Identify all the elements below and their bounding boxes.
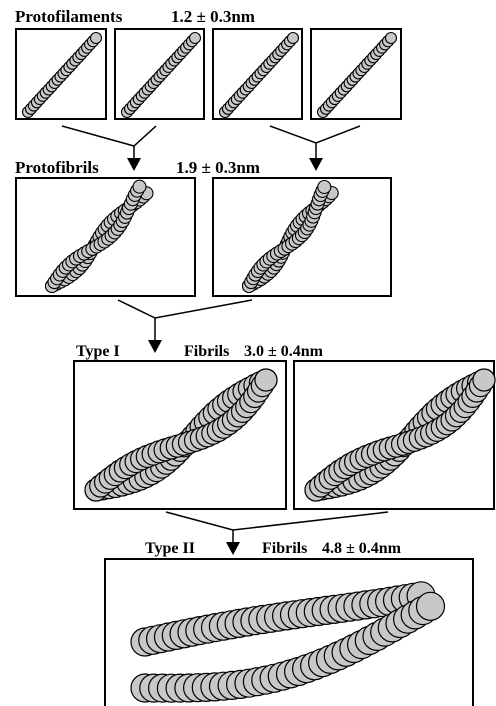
protofilaments-size: 1.2 ± 0.3nm: [171, 7, 255, 26]
type-ii-fibrils-title: Fibrils: [262, 540, 307, 557]
type-i-fibrils-title: Fibrils: [184, 343, 229, 360]
merge-line-center: [118, 300, 252, 318]
arrow-down-icon: [127, 158, 141, 171]
merge-line-left: [62, 126, 156, 146]
protofibrils-size: 1.9 ± 0.3nm: [176, 158, 260, 177]
protofibrils-title: Protofibrils: [15, 158, 99, 177]
type-ii-fibrils-size: 4.8 ± 0.4nm: [322, 540, 402, 557]
arrow-down-icon: [309, 158, 323, 171]
type-i-label: Type I: [76, 343, 120, 360]
type-i-fibrils-size: 3.0 ± 0.4nm: [244, 343, 324, 360]
arrow-down-icon: [148, 340, 162, 353]
protofilaments-title: Protofilaments: [15, 7, 123, 26]
merge-line-bottom: [166, 512, 388, 530]
type-ii-label: Type II: [145, 540, 195, 557]
arrow-down-icon: [226, 542, 240, 555]
merge-line-right: [270, 126, 360, 143]
